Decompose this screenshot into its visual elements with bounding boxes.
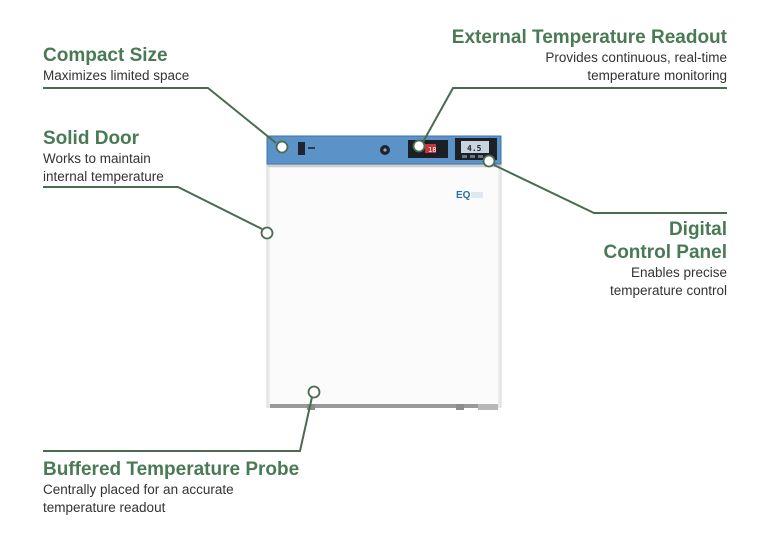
digital-panel-leader (493, 164, 727, 214)
callout-title: Compact Size (43, 45, 168, 66)
compact-size-leader (43, 87, 277, 144)
switch-label (308, 147, 315, 149)
controller-button-3 (478, 155, 483, 158)
leader-lines (43, 87, 727, 452)
foot-right (456, 404, 464, 410)
external-readout-value: 18 (428, 146, 436, 154)
callout-title-line-2: Control Panel (603, 242, 727, 263)
anchor-dots (260, 139, 496, 399)
external-readout-dot (412, 139, 426, 153)
callout-description-line-2: temperature readout (43, 500, 166, 515)
readout-red-digits (425, 144, 436, 153)
brand-logo-tag (471, 192, 483, 198)
callout-title: External Temperature Readout (451, 27, 727, 48)
refrigerator: 18 4.5 EQ (266, 135, 502, 410)
brand-logo-text: EQ (456, 190, 471, 201)
controller-button-2 (470, 155, 475, 158)
brand-logo: EQ (456, 190, 483, 201)
callout-description-line-2: temperature control (609, 283, 727, 298)
callout-title: Buffered Temperature Probe (43, 459, 300, 480)
digital-controller-screen (461, 141, 489, 153)
callout-description-line-2: internal temperature (43, 169, 164, 184)
digital-panel-dot (482, 154, 496, 168)
callout-solid-door: Solid Door Works to maintain internal te… (43, 127, 164, 186)
door-gap (267, 164, 501, 167)
callout-description-line-1: Provides continuous, real-time (545, 50, 727, 65)
probe-leader (43, 396, 313, 452)
fridge-door (268, 166, 500, 406)
callout-description-line-1: Works to maintain (43, 151, 151, 166)
power-switch (298, 142, 305, 155)
key-lock-inner (383, 148, 387, 152)
callout-title-line-1: Digital (668, 219, 727, 240)
callout-description-line-1: Enables precise (630, 265, 727, 280)
callout-digital-control-panel: Digital Control Panel Enables precise te… (603, 218, 727, 300)
foot-left (307, 404, 315, 410)
callout-buffered-probe: Buffered Temperature Probe Centrally pla… (43, 458, 299, 517)
callout-compact-size: Compact Size Maximizes limited space (43, 44, 189, 85)
callout-description-line-2: temperature monitoring (587, 68, 727, 83)
callout-description: Maximizes limited space (43, 68, 190, 83)
solid-door-leader (43, 186, 263, 230)
callout-description-line-1: Centrally placed for an accurate (43, 482, 234, 497)
callout-title: Solid Door (43, 128, 140, 149)
compact-size-dot (275, 140, 289, 154)
digital-display-value: 4.5 (467, 144, 482, 153)
probe-dot (307, 385, 321, 399)
controller-button-1 (462, 155, 467, 158)
solid-door-dot (260, 226, 274, 240)
callout-external-readout: External Temperature Readout Provides co… (452, 26, 727, 85)
fridge-base (270, 404, 498, 408)
rear-vent (478, 404, 498, 410)
external-readout-leader (422, 87, 727, 143)
